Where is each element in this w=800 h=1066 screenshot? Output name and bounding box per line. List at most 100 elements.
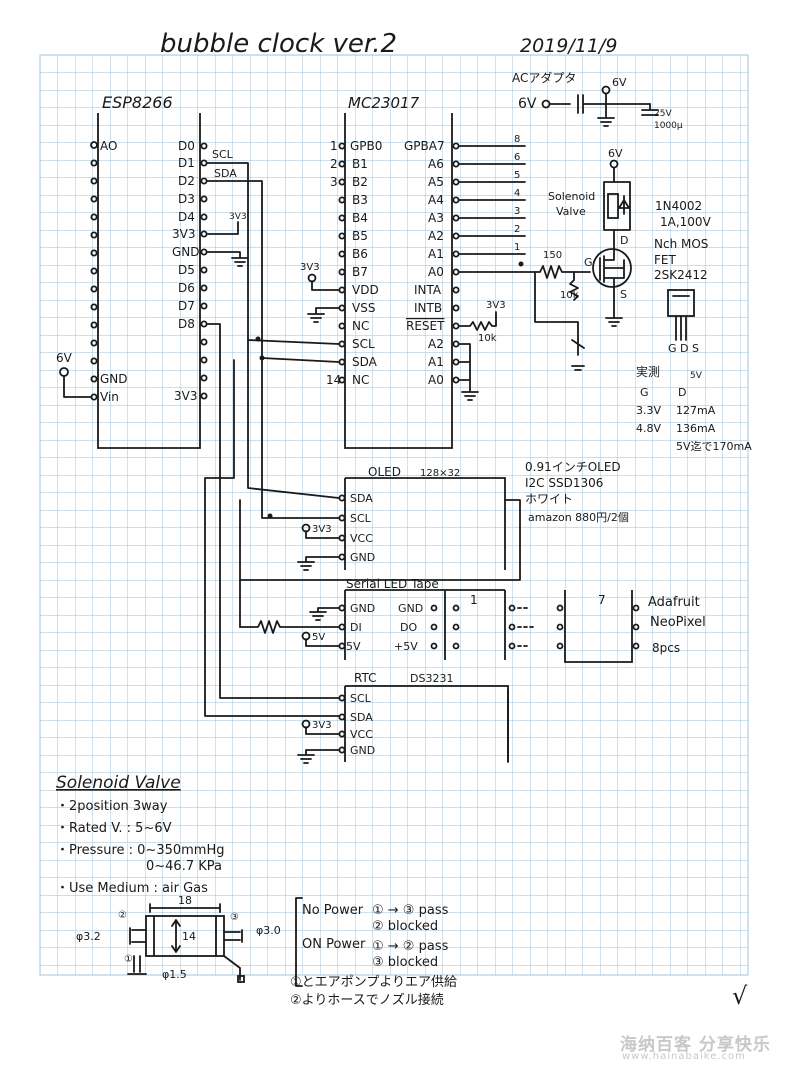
port-dia-bottom: φ1.5 [162, 968, 187, 981]
mcp-pin-a4: A4 [428, 193, 444, 207]
esp-pin-d4: D4 [178, 210, 195, 224]
mcp-pin-a1: A1 [428, 247, 444, 261]
mcp-pin-nc-b: NC [352, 373, 369, 387]
esp-sig-scl: SCL [212, 148, 234, 161]
mcp-pin-a6: A6 [428, 157, 444, 171]
mcp-pin-reset: RESET [406, 319, 445, 333]
spec-line-2: ・Rated V. : 5~6V [56, 821, 172, 836]
mcp-pin-addr-a0: A0 [428, 373, 444, 387]
esp-sig-sda: SDA [214, 167, 237, 180]
mcp-pinnum-3: 3 [330, 175, 338, 189]
rtc-chip: DS3231 [410, 672, 453, 685]
esp8266-module: ESP8266 AO GND Vin D0 D1 D2 D3 D4 3V3 GN… [56, 93, 249, 449]
esp-name: ESP8266 [102, 93, 173, 112]
valve-drawing: 18 14 φ3.2 φ3.0 ① ② ③ φ1.5 [76, 894, 281, 983]
esp-pin-vin: Vin [100, 390, 119, 404]
onpower-blocked: ③ blocked [372, 955, 438, 970]
pwr-6v-tag: 6V [612, 76, 627, 89]
mcp-pin-a5: A5 [428, 175, 444, 189]
port-dia-right: φ3.0 [256, 924, 281, 937]
esp-pin-ao: AO [100, 139, 117, 153]
spec-line-3: ・Pressure : 0~350mmHg [56, 843, 225, 858]
esp-right-pins: D0 D1 D2 D3 D4 3V3 GND D5 D6 D7 D8 3V3 [172, 139, 208, 403]
mcp-pin-b2: B2 [352, 175, 368, 189]
out-num-6: 6 [514, 152, 520, 163]
onpower-label: ON Power [302, 937, 366, 952]
fet-pin-s: S [620, 288, 627, 301]
mcp-pin-addr-a2: A2 [428, 337, 444, 351]
spec-line-1: ・2position 3way [56, 799, 168, 814]
esp-pin-3v3-b: 3V3 [174, 389, 197, 403]
ac-6v-label: 6V [518, 96, 537, 112]
esp-left-pins: AO GND Vin [90, 139, 128, 404]
esp-pin-d5: D5 [178, 263, 195, 277]
watermark: 海纳百客 分享快乐 www.hainabaike.com [612, 1030, 800, 1062]
mcp-left-pins: 1 2 3 14 GPB0 B1 B2 B3 B4 B5 B6 B7 VDD V… [326, 139, 382, 387]
neopixel-name: NeoPixel [650, 615, 706, 630]
esp-3v3-tag: 3V3 [229, 212, 247, 222]
solenoid-coil [607, 193, 619, 219]
nopower-blocked: ② blocked [372, 919, 438, 934]
oled-note-2: I2C SSD1306 [525, 476, 603, 490]
fet-word: FET [654, 253, 676, 267]
rtc-pin-scl: SCL [350, 692, 372, 705]
mcp-pin-vdd: VDD [352, 283, 379, 297]
valve-spec-notes: Solenoid Valve ・2position 3way ・Rated V.… [56, 773, 225, 896]
mcp-pin-nc: NC [352, 319, 369, 333]
mcp-pin-b7: B7 [352, 265, 368, 279]
meas-col-g: G [640, 386, 649, 399]
led-out-gnd: GND [398, 602, 423, 615]
port-dia-left: φ3.2 [76, 930, 101, 943]
dim-length: 18 [178, 894, 192, 907]
mcp-pin-b4: B4 [352, 211, 368, 225]
fet-pin-d: D [620, 234, 628, 247]
solenoid-driver: 6V Solenoid Valve 1N4002 1A,100V Nch MOS… [458, 147, 712, 371]
mosfet-symbol [592, 248, 632, 288]
nopower-pass: ① → ③ pass [372, 903, 449, 918]
valve-logic-notes: No Power ① → ③ pass ② blocked ON Power ①… [290, 897, 457, 1008]
meas-col-d: D [678, 386, 686, 399]
mcp-pin-scl: SCL [352, 337, 375, 351]
esp-pin-d1: D1 [178, 156, 195, 170]
onpower-pass: ① → ② pass [372, 939, 449, 954]
esp-pin-gnd-left: GND [100, 372, 128, 386]
fet-part: 2SK2412 [654, 268, 708, 282]
dim-height: 14 [182, 930, 196, 943]
meas-r1-v: 3.3V [636, 404, 661, 417]
port2-note: ②よりホースでノズル接続 [290, 992, 444, 1008]
oled-pin-sda: SDA [350, 492, 373, 505]
mcp-pin-b6: B6 [352, 247, 368, 261]
rtc-pin-gnd: GND [350, 744, 375, 757]
spec-line-4: ・Use Medium : air Gas [56, 881, 208, 896]
mcp-vdd-tag: 3V3 [300, 262, 320, 273]
diode-rating: 1A,100V [660, 215, 712, 229]
oled-pin-scl: SCL [350, 512, 372, 525]
measurement-notes: 実測 G D 5V 3.3V 127mA 4.8V 136mA 5V迄で170m… [636, 364, 752, 453]
led-5v-tag: 5V [312, 632, 325, 643]
oled-pin-vcc: VCC [350, 532, 373, 545]
mcp-pin-gpb0: GPB0 [350, 139, 382, 153]
mcp-output-lines: 8 6 5 4 3 2 1 [458, 134, 526, 255]
oled-resolution: 128×32 [420, 468, 460, 479]
esp-supply-label: 6V [56, 351, 73, 365]
grid-paper [39, 54, 749, 976]
sv-6v-tag: 6V [608, 147, 623, 160]
mcp-pin-vss: VSS [352, 301, 375, 315]
date-label: 2019/11/9 [520, 35, 617, 57]
meas-r2-v: 4.8V [636, 422, 661, 435]
pulldown-res-label: 10k [560, 290, 579, 301]
esp-pin-d8: D8 [178, 317, 195, 331]
oled-note-3: ホワイト [525, 492, 573, 506]
out-num-2: 2 [514, 224, 520, 235]
esp-pin-gnd: GND [172, 245, 200, 259]
led-pin-5v: 5V [346, 640, 361, 653]
led-pin-di: DI [350, 621, 362, 634]
mcp-pin-gpa7: GPBA7 [404, 139, 445, 153]
power-input: ACアダプタ 6V 6V 25V 1000μ [512, 70, 683, 131]
port-mark-1: ① [124, 954, 133, 965]
mcp-pin-inta: INTA [414, 283, 442, 297]
led-out-do: DO [400, 621, 417, 634]
mcp-pin-a0: A0 [428, 265, 444, 279]
out-num-1: 1 [514, 242, 520, 253]
out-num-4: 4 [514, 188, 520, 199]
